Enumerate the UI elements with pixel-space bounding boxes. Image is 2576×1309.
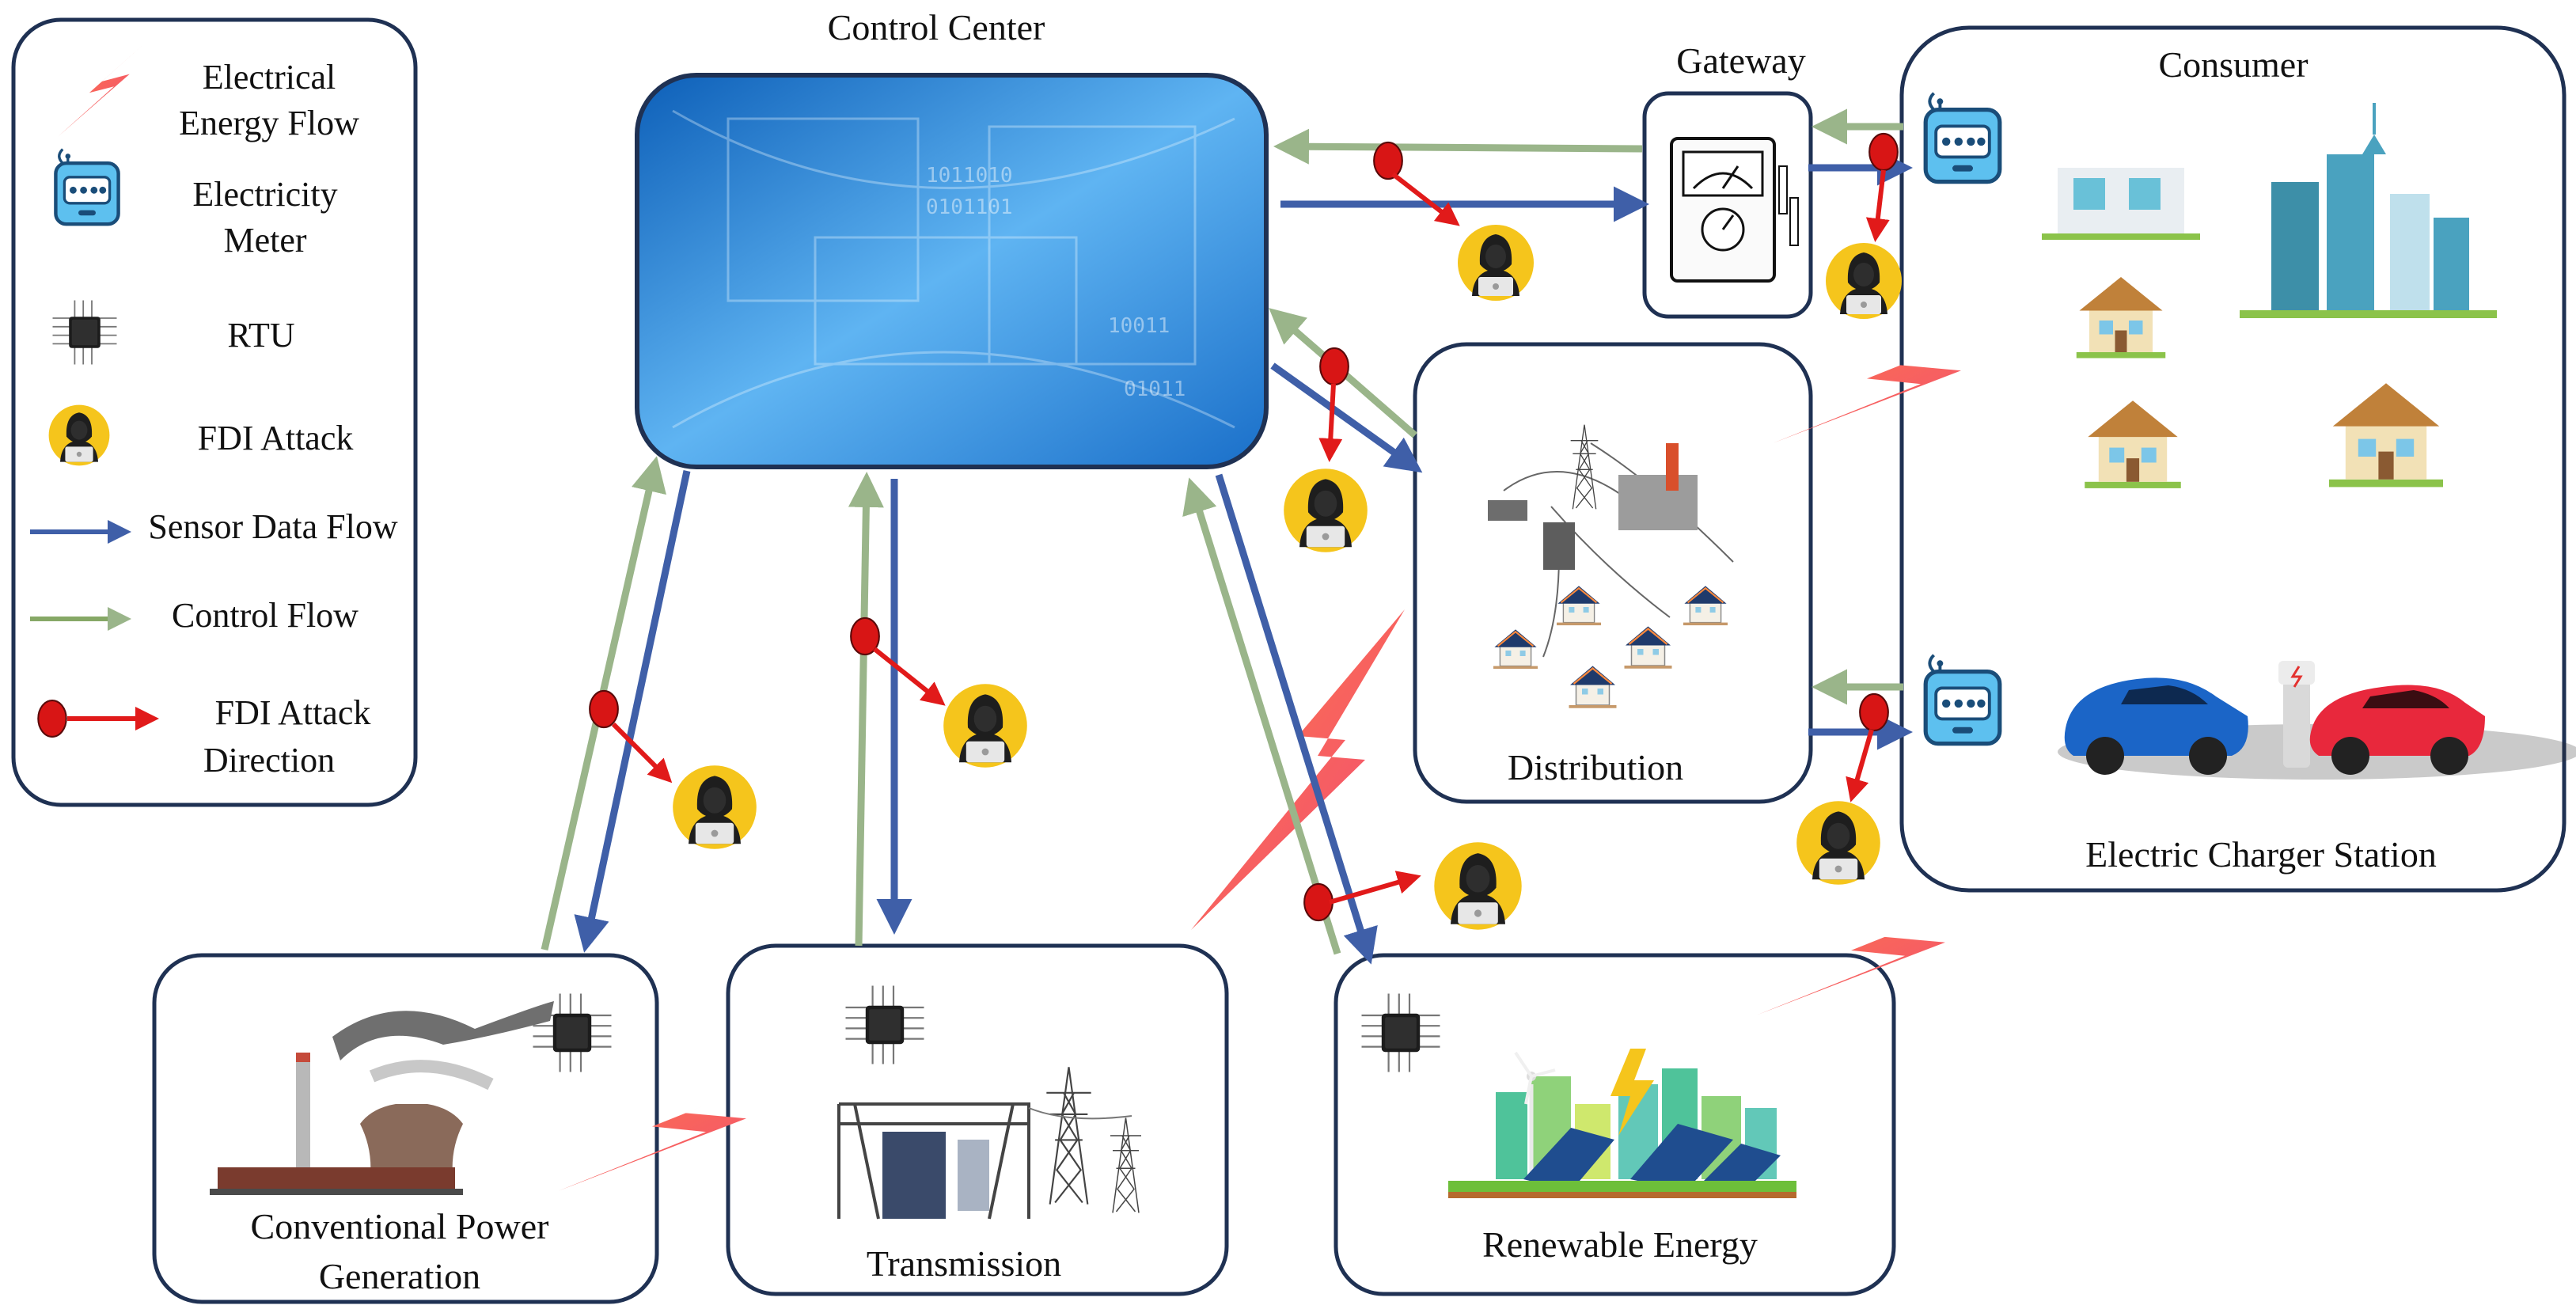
sensor-flow-arrow xyxy=(1270,362,1423,473)
hacker-icon xyxy=(1796,801,1880,885)
distribution-label: Distribution xyxy=(1508,747,1683,787)
hacker-icon xyxy=(1284,469,1368,552)
transmission: Transmission xyxy=(726,943,1229,1296)
conventional-power: Conventional Power Generation xyxy=(152,953,659,1304)
control-center-image xyxy=(635,73,1269,469)
distribution-box xyxy=(1413,342,1813,804)
control-flow-arrow xyxy=(1182,477,1341,955)
sensor-flow-arrow xyxy=(1215,473,1378,965)
attack-pin-icon xyxy=(1303,882,1334,922)
svg-text:10011: 10011 xyxy=(1108,314,1170,338)
attack-pin-icon xyxy=(1372,141,1404,180)
legend-energy-line2: Energy Flow xyxy=(179,104,359,142)
hacker-icon xyxy=(1434,842,1522,930)
transmission-box xyxy=(726,943,1229,1296)
hacker-icon xyxy=(1458,225,1534,301)
electric-cars-icon xyxy=(2058,661,2576,780)
hacker-icon xyxy=(1826,243,1902,319)
conventional-line1: Conventional Power xyxy=(251,1206,549,1246)
multimeter-icon xyxy=(1670,137,1799,283)
attack-arrow xyxy=(1865,169,1890,242)
lightning-bolt-icon xyxy=(1191,609,1405,930)
legend-rtu-label: RTU xyxy=(227,316,294,355)
attack-pin-icon xyxy=(1858,692,1890,732)
hacker-icon xyxy=(943,684,1027,768)
legend-sensor-flow-label: Sensor Data Flow xyxy=(148,507,398,546)
renewable-box xyxy=(1334,953,1896,1296)
gateway: Gateway xyxy=(1642,40,1813,319)
gateway-title: Gateway xyxy=(1676,40,1805,81)
distribution-network-icon xyxy=(1488,423,1734,709)
transmission-label: Transmission xyxy=(867,1243,1061,1284)
substation-icon xyxy=(837,1066,1142,1220)
attack-pin-icon xyxy=(1318,347,1350,386)
legend-energy-line1: Electrical xyxy=(203,58,336,97)
legend-control-flow-label: Control Flow xyxy=(172,596,359,635)
consumer: Consumer xyxy=(1899,25,2576,893)
control-center-title: Control Center xyxy=(828,7,1045,47)
skyscrapers-icon xyxy=(2240,103,2497,318)
power-plant-icon xyxy=(210,1001,554,1195)
control-flow-arrow xyxy=(1273,128,1643,165)
energy-flows xyxy=(558,309,2042,1191)
legend-fdi-attack-label: FDI Attack xyxy=(198,419,354,457)
control-flow-arrow xyxy=(848,472,884,947)
sensor-flow-arrow xyxy=(574,470,691,953)
attack-arrow xyxy=(1329,871,1421,905)
attack-arrow xyxy=(611,722,673,784)
conventional-line2: Generation xyxy=(319,1256,480,1296)
distribution: Distribution xyxy=(1413,342,1813,804)
renewable-city-icon xyxy=(1448,1049,1796,1198)
svg-text:0101101: 0101101 xyxy=(926,195,1013,219)
svg-text:1011010: 1011010 xyxy=(926,164,1013,188)
attack-arrow xyxy=(1846,729,1874,802)
fdi-attacks xyxy=(588,132,1902,930)
legend: Electrical Energy Flow Electricity Meter… xyxy=(11,17,418,807)
attack-arrow xyxy=(1318,383,1343,462)
renewable-label: Renewable Energy xyxy=(1482,1224,1758,1265)
modern-house-icon xyxy=(2042,168,2200,240)
attack-pin-icon xyxy=(37,700,67,738)
legend-fdi-dir-line1: FDI Attack xyxy=(215,693,371,732)
legend-meter-line2: Meter xyxy=(223,221,306,260)
hacker-icon xyxy=(673,765,757,849)
attack-arrow xyxy=(873,647,946,706)
svg-text:01011: 01011 xyxy=(1124,378,1186,401)
attack-arrow xyxy=(1391,172,1460,226)
consumer-title: Consumer xyxy=(2158,44,2308,85)
attack-pin-icon xyxy=(588,689,620,729)
charger-station-label: Electric Charger Station xyxy=(2085,834,2437,875)
legend-meter-line1: Electricity xyxy=(192,175,337,214)
hacker-icon xyxy=(48,404,110,466)
attack-pin-icon xyxy=(1868,132,1899,172)
renewable-energy: Renewable Energy xyxy=(1334,953,1896,1296)
legend-fdi-dir-line2: Direction xyxy=(203,741,335,780)
control-center: Control Center 1011010 0101101 10011 010… xyxy=(635,7,1269,469)
